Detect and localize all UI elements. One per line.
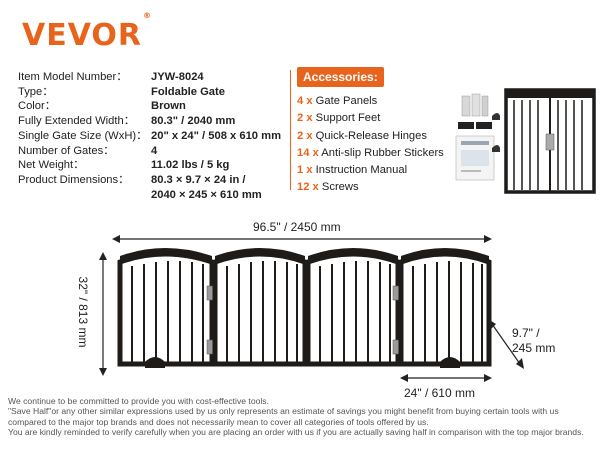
depth-dimension-label-line2: 245 mm — [512, 341, 556, 355]
width-dimension-label: 96.5" / 2450 mm — [250, 220, 344, 234]
gate-panel-3 — [305, 248, 402, 367]
spec-row: Net Weight： 11.02 lbs / 5 kg — [18, 158, 281, 173]
mini-gate-image — [504, 88, 596, 194]
disclaimer: We continue to be committed to provide y… — [8, 396, 598, 438]
spec-value: 4 — [151, 144, 158, 157]
spec-label: Item Model Number： — [18, 71, 128, 83]
spec-label — [18, 188, 151, 203]
spec-value: 2040 × 245 × 610 mm — [151, 188, 262, 201]
accessory-qty: 2 x — [297, 112, 313, 125]
accessory-qty: 2 x — [297, 129, 313, 142]
panel-width-dimension-label: 24" / 610 mm — [404, 386, 475, 400]
spec-value: 80.3 × 9.7 × 24 in / — [151, 173, 246, 186]
accessory-name: Instruction Manual — [315, 164, 408, 177]
spec-row: Fully Extended Width： 80.3" / 2040 mm — [18, 114, 281, 129]
spec-value: 20" x 24" / 508 x 610 mm — [151, 129, 282, 142]
depth-dimension-line — [488, 319, 524, 369]
spec-label: Number of Gates： — [18, 144, 115, 157]
accessory-qty: 4 x — [297, 95, 313, 107]
spec-label: Type： — [18, 85, 54, 98]
spec-label: Single Gate Size (WxH)： — [18, 129, 148, 142]
accessory-item: 12 x Screws — [297, 179, 444, 196]
height-dimension-line — [99, 252, 107, 376]
disclaimer-line: We continue to be committed to provide y… — [8, 396, 269, 406]
spec-row: Single Gate Size (WxH)：20" x 24" / 508 x… — [18, 129, 281, 144]
spec-value: 11.02 lbs / 5 kg — [151, 159, 230, 172]
accessory-qty: 1 x — [297, 164, 313, 177]
spec-label: Net Weight： — [18, 159, 85, 172]
accessory-name: Screws — [321, 181, 359, 194]
accessory-item: 1 x Instruction Manual — [297, 162, 444, 179]
accessory-name: Quick-Release Hinges — [315, 129, 427, 142]
accessory-item: 2 x Support Feet — [297, 110, 444, 127]
panel-width-dimension-line — [400, 374, 492, 382]
accessory-item: 14 x Anti-slip Rubber Stickers — [297, 145, 444, 162]
depth-dimension-label-line1: 9.7" / — [512, 326, 540, 340]
spec-row: Product Dimensions： 80.3 × 9.7 × 24 in / — [18, 173, 281, 188]
spec-label: Fully Extended Width： — [18, 115, 135, 128]
disclaimer-line: "Save Half"or any other similar expressi… — [8, 406, 559, 417]
accessory-name: Anti-slip Rubber Stickers — [321, 146, 444, 159]
spec-row: Item Model Number： JYW-8024 — [18, 70, 281, 85]
accessories-list: 4 x Gate Panels 2 x Support Feet 2 x Qui… — [297, 93, 444, 197]
accessory-name: Support Feet — [315, 112, 381, 125]
section-divider — [290, 70, 291, 190]
accessories-illustration — [455, 88, 596, 194]
spec-value: JYW-8024 — [151, 71, 204, 83]
trademark-symbol: ® — [143, 11, 153, 20]
spec-row: Color： Brown — [18, 99, 281, 114]
spec-label: Product Dimensions： — [18, 173, 130, 186]
spec-row: Number of Gates： 4 — [18, 144, 281, 159]
accessories-title: Accessories: — [297, 67, 384, 87]
hinge-parts-image — [458, 93, 492, 129]
spec-table: Item Model Number： JYW-8024 Type： Foldable… — [18, 70, 281, 202]
accessory-qty: 14 x — [297, 146, 319, 159]
accessory-item: 2 x Quick-Release Hinges — [297, 128, 444, 145]
accessory-qty: 12 x — [297, 181, 319, 194]
accessory-name: Gate Panels — [315, 95, 378, 107]
width-dimension-line — [112, 235, 492, 243]
gate-illustration — [117, 248, 492, 368]
spec-row: 2040 × 245 × 610 mm — [18, 188, 281, 203]
brand-name: VEVOR — [22, 18, 143, 53]
spec-value: Brown — [151, 100, 186, 113]
spec-value: 80.3" / 2040 mm — [151, 115, 236, 128]
disclaimer-line: You are kindly reminded to verify carefu… — [8, 427, 584, 438]
spec-label: Color： — [18, 100, 56, 113]
instruction-manual-image — [455, 135, 495, 181]
gate-panel-1 — [117, 248, 216, 368]
gate-panel-2 — [212, 248, 308, 367]
spec-value: Foldable Gate — [151, 85, 225, 98]
accessory-item: 4 x Gate Panels — [297, 93, 444, 110]
height-dimension-label: 32" / 813 mm — [76, 276, 90, 348]
gate-panel-4 — [398, 248, 492, 368]
spec-row: Type： Foldable Gate — [18, 85, 281, 100]
support-foot-image — [492, 113, 500, 152]
brand-logo: VEVOR® — [22, 11, 151, 53]
disclaimer-line: compared to the major top brands and doe… — [8, 416, 429, 427]
